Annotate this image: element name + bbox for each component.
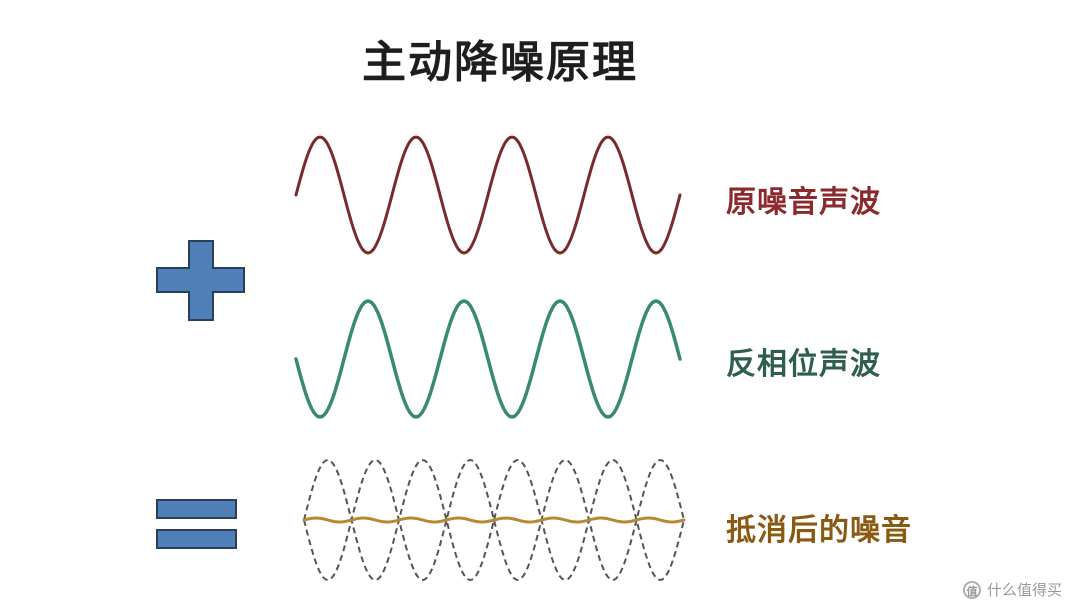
page-title: 主动降噪原理 (362, 37, 638, 88)
plus-sign-icon (156, 240, 245, 321)
original-wave-label: 原噪音声波 (726, 185, 881, 220)
inverse-phase-wave (294, 299, 682, 419)
equals-sign-top-icon (156, 499, 237, 519)
watermark-text: 什么值得买 (986, 581, 1062, 599)
result-dashed-wave-b (303, 458, 685, 582)
result-dashed-wave-a (303, 458, 685, 582)
watermark-logo-icon: 值 (962, 580, 981, 599)
equals-sign-bottom-icon (156, 529, 237, 549)
inverse-wave-label: 反相位声波 (726, 347, 881, 382)
result-label: 抵消后的噪音 (726, 513, 912, 548)
watermark: 值 什么值得买 (962, 579, 1062, 600)
original-noise-wave (294, 135, 682, 255)
result-flat-line (302, 516, 686, 524)
